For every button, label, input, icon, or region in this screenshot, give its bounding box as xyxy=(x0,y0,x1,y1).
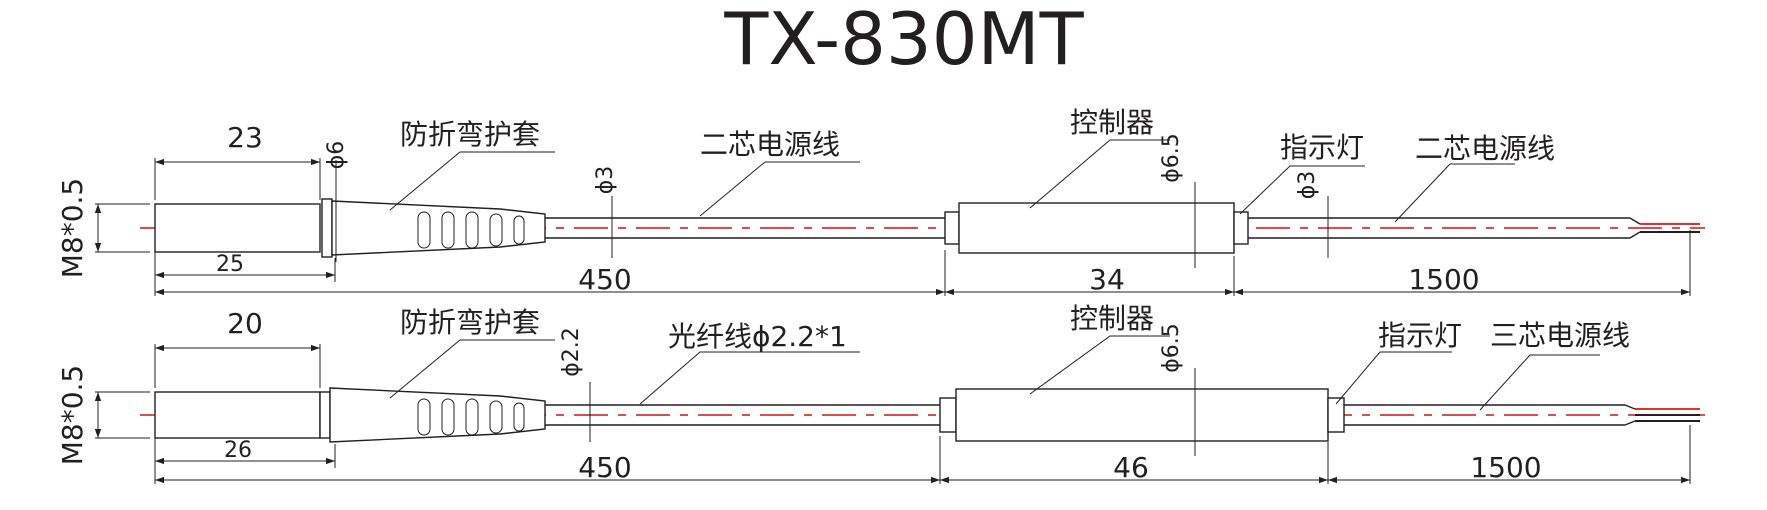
indicator-1 xyxy=(1233,211,1249,245)
probe-body-2 xyxy=(154,391,321,439)
sleeve-grooves-2 xyxy=(417,398,525,436)
len-tail-1: 1500 xyxy=(1408,263,1479,296)
probe-neck-2 xyxy=(319,391,331,439)
label-controller-2: 控制器 xyxy=(1070,302,1154,335)
len-controller-1: 34 xyxy=(1089,263,1125,296)
row-2-diagram: 20 M8*0.5 26 ϕ2.2 ϕ6.5 450 46 1500 防折弯护套… xyxy=(56,302,1705,484)
dim-phi-controller-1: ϕ6.5 xyxy=(1159,133,1184,183)
dim-phi-probe-1: ϕ6 xyxy=(324,141,349,170)
dim-thread-2: M8*0.5 xyxy=(56,365,89,466)
label-cable2-2: 三芯电源线 xyxy=(1490,319,1630,352)
label-indicator-2: 指示灯 xyxy=(1378,319,1462,352)
sleeve-grooves-1 xyxy=(417,211,525,249)
label-indicator-1: 指示灯 xyxy=(1280,131,1364,164)
len-tail-2: 1500 xyxy=(1470,451,1541,484)
label-sleeve-2: 防折弯护套 xyxy=(400,306,540,339)
dim-probe-1: 25 xyxy=(216,252,244,277)
dim-top-1: 23 xyxy=(227,121,263,154)
dim-thread-1: M8*0.5 xyxy=(56,178,89,279)
controller-body-2 xyxy=(955,388,1329,442)
label-cable1-2: 光纤线ϕ2.2*1 xyxy=(668,320,847,353)
label-controller-1: 控制器 xyxy=(1070,106,1154,139)
dim-top-2: 20 xyxy=(227,307,263,340)
label-cable1-1: 二芯电源线 xyxy=(700,128,840,161)
label-sleeve-1: 防折弯护套 xyxy=(400,118,540,151)
label-cable2-1: 二芯电源线 xyxy=(1415,132,1555,165)
bend-sleeve-2 xyxy=(329,387,546,443)
len-controller-2: 46 xyxy=(1113,451,1149,484)
dim-phi-controller-2: ϕ6.5 xyxy=(1159,323,1184,373)
bend-sleeve-1 xyxy=(331,200,546,256)
row-1-diagram: 23 ϕ6 M8*0.5 25 ϕ3 ϕ6.5 ϕ3 450 34 150 xyxy=(56,106,1705,296)
dim-phi-cable1-2: ϕ2.2 xyxy=(559,327,584,377)
probe-nut-1 xyxy=(321,198,333,258)
probe-body-1 xyxy=(154,203,321,253)
len-cable-2: 450 xyxy=(578,451,631,484)
indicator-2 xyxy=(1327,397,1345,433)
len-cable-1: 450 xyxy=(578,263,631,296)
dim-probe-2: 26 xyxy=(224,438,252,463)
controller-body-1 xyxy=(958,202,1235,254)
dim-phi-cable1-1: ϕ3 xyxy=(593,166,618,195)
drawing-title: TX-830MT xyxy=(723,0,1084,81)
controller-cap-left-2 xyxy=(939,397,957,433)
dim-phi-cable2-1: ϕ3 xyxy=(1295,171,1320,200)
controller-cap-left-1 xyxy=(944,211,960,245)
